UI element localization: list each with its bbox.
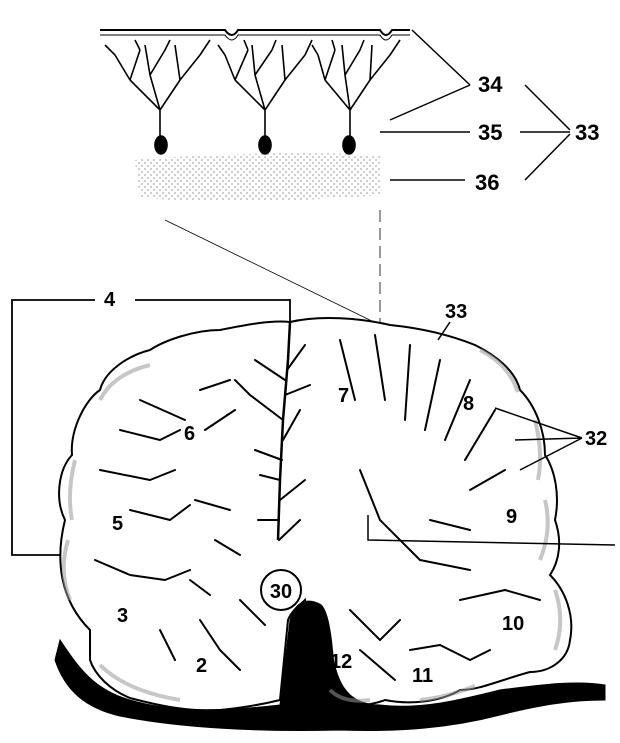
leader-34b: [390, 85, 470, 120]
label-33-section: 33: [445, 301, 467, 323]
label-33-inset: 33: [575, 120, 599, 145]
label-4: 4: [104, 289, 116, 311]
label-36: 36: [475, 170, 499, 195]
label-6: 6: [184, 423, 195, 445]
leader-33-top: [525, 85, 570, 130]
label-8: 8: [463, 393, 474, 415]
label-3: 3: [117, 605, 128, 627]
leader-33-bot: [525, 134, 570, 180]
projection-line-left: [165, 220, 380, 325]
leader-34a: [412, 30, 470, 85]
label-34: 34: [478, 72, 503, 97]
cortex-inset: 34 35 36 33: [100, 30, 599, 201]
label-12: 12: [330, 651, 352, 673]
cerebellum-section: 30 4 33 32 2 3 5 6 7 8 9 10 11 12: [12, 289, 615, 730]
label-11: 11: [412, 665, 433, 687]
label-35: 35: [478, 120, 502, 145]
purkinje-cell-2: [218, 40, 312, 154]
pial-surface-inner: [100, 35, 410, 40]
pial-surface: [100, 30, 410, 35]
label-9: 9: [506, 506, 517, 528]
label-10: 10: [502, 613, 524, 635]
granular-layer: [135, 153, 382, 201]
purkinje-cell-1: [105, 40, 210, 154]
label-32: 32: [585, 428, 607, 450]
label-7: 7: [338, 385, 349, 407]
label-2: 2: [196, 655, 207, 677]
label-5: 5: [112, 513, 123, 535]
purkinje-cell-3: [312, 40, 400, 154]
label-30: 30: [270, 581, 292, 603]
